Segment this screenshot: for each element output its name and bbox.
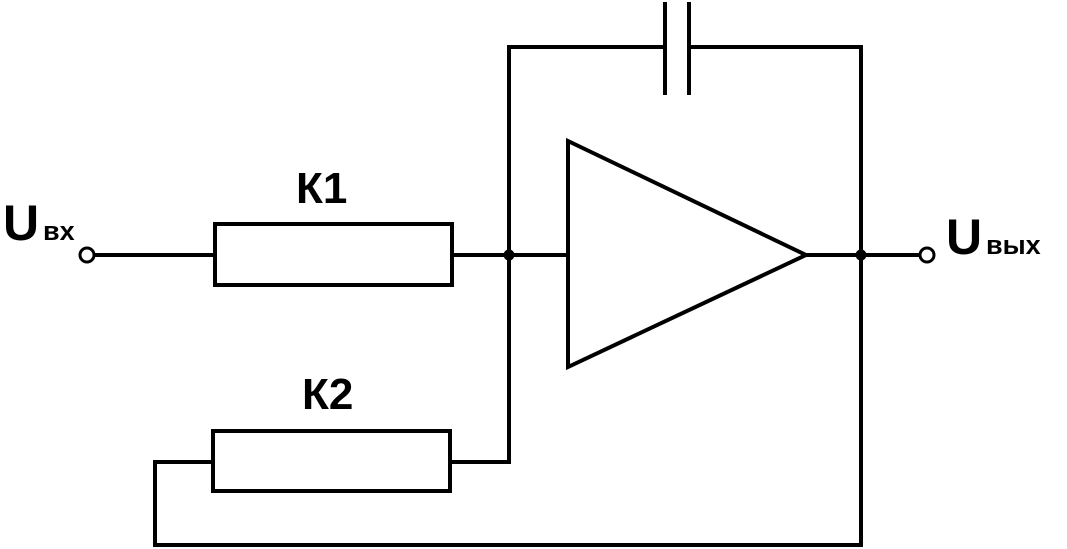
output-label: U вых: [946, 209, 1041, 265]
amplifier-triangle: [566, 137, 811, 371]
resistor-k2-label: К2: [302, 370, 353, 419]
input-junction-node: [503, 249, 515, 261]
output-terminal: [918, 246, 936, 264]
output-label-main: U: [946, 209, 982, 265]
input-label: U вх: [3, 195, 75, 251]
feedback-right-wire: [153, 45, 863, 547]
resistor-k1: [213, 222, 454, 287]
output-junction-node: [855, 249, 867, 261]
resistor-k2: [211, 429, 452, 493]
input-label-sub: вх: [43, 216, 75, 246]
feedback-left-wire: [450, 45, 511, 464]
resistor-k1-label: К1: [296, 164, 347, 213]
input-label-main: U: [3, 195, 39, 251]
input-terminal: [78, 246, 96, 264]
output-label-sub: вых: [986, 230, 1041, 260]
